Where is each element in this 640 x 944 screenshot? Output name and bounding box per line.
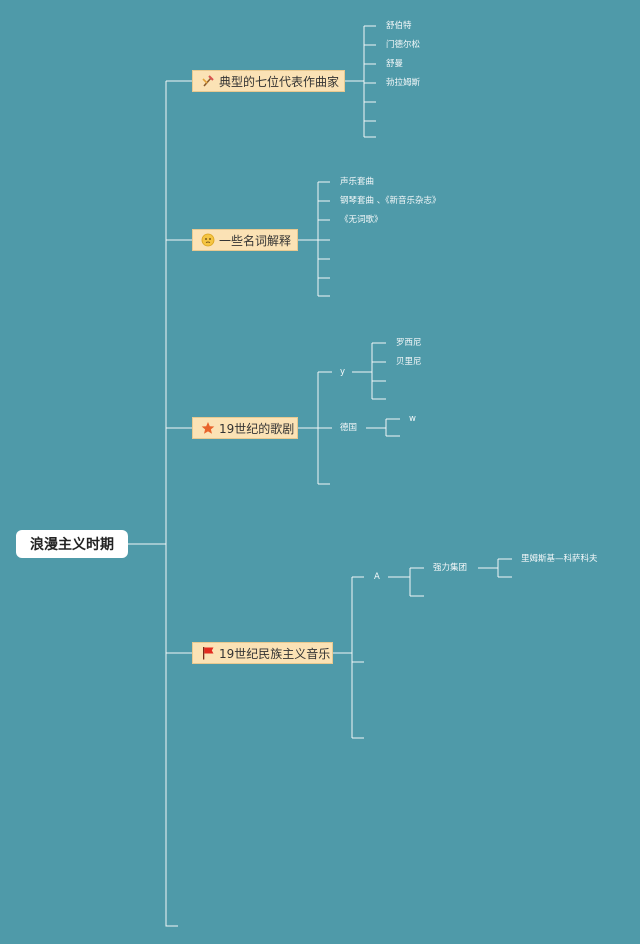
leaf-item[interactable]: 勃拉姆斯 xyxy=(386,78,421,88)
branch-label: 19世纪的歌剧 xyxy=(219,421,295,436)
branch-19th-century-opera[interactable]: 19世纪的歌剧 xyxy=(192,417,298,439)
branch-19th-century-nationalist-music[interactable]: 19世纪民族主义音乐 xyxy=(192,642,333,664)
central-topic[interactable]: 浪漫主义时期 xyxy=(16,530,128,558)
red-flag-icon xyxy=(201,646,215,660)
sub-topic[interactable]: 德国 xyxy=(340,423,358,433)
hammer-pick-icon xyxy=(201,74,215,88)
sub-topic[interactable]: 强力集团 xyxy=(433,563,468,573)
leaf-item[interactable]: 声乐套曲 xyxy=(340,177,375,187)
thinking-face-icon xyxy=(201,233,215,247)
leaf-item[interactable]: 《无词歌》 xyxy=(340,215,383,225)
leaf-item[interactable]: 罗西尼 xyxy=(396,338,422,348)
leaf-item[interactable]: 门德尔松 xyxy=(386,40,421,50)
branch-label: 典型的七位代表作曲家 xyxy=(219,74,340,89)
leaf-item[interactable]: 舒曼 xyxy=(386,59,404,69)
sub-topic[interactable]: y xyxy=(340,367,346,377)
leaf-item[interactable]: w xyxy=(409,414,416,424)
branch-representative-composers[interactable]: 典型的七位代表作曲家 xyxy=(192,70,345,92)
star-icon xyxy=(201,421,215,435)
leaf-item[interactable]: 贝里尼 xyxy=(396,357,422,367)
branch-label: 一些名词解释 xyxy=(219,233,292,248)
sub-topic[interactable]: A xyxy=(374,572,380,582)
leaf-item[interactable]: 里姆斯基—科萨科夫 xyxy=(521,554,598,564)
branch-term-explanations[interactable]: 一些名词解释 xyxy=(192,229,298,251)
leaf-item[interactable]: 舒伯特 xyxy=(386,21,412,31)
leaf-item[interactable]: 钢琴套曲 、《新音乐杂志》 xyxy=(340,196,441,206)
branch-label: 19世纪民族主义音乐 xyxy=(219,646,331,661)
